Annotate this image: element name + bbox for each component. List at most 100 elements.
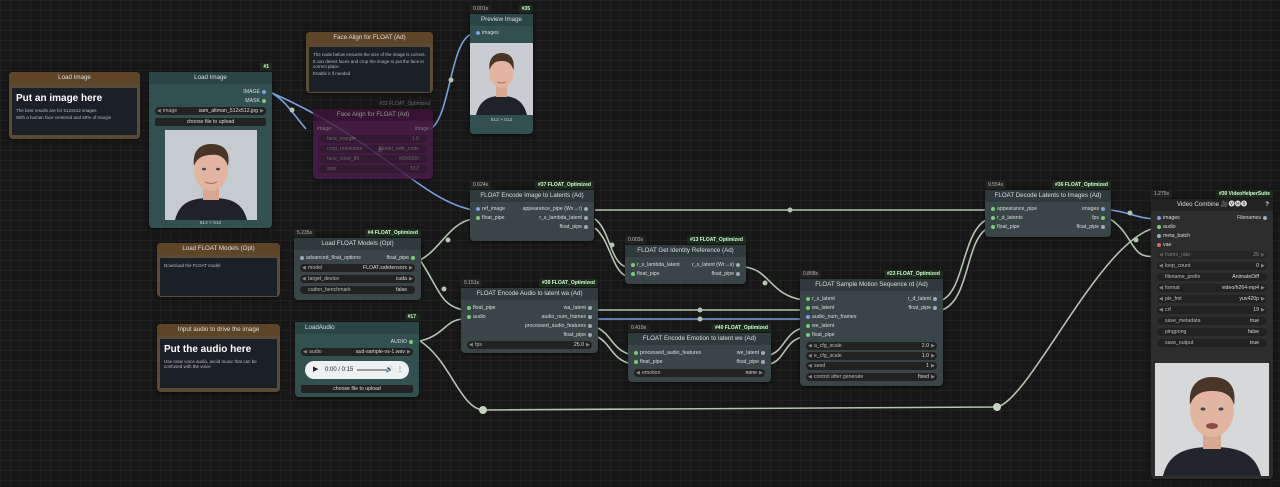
output-float-pipe[interactable]: float_pipe: [737, 359, 768, 365]
output-mask[interactable]: MASK: [245, 98, 268, 104]
help-icon[interactable]: ?: [1265, 201, 1269, 208]
input-num-frames[interactable]: audio_num_frames: [804, 314, 856, 320]
input-lambda-latent[interactable]: r_s_lambda_latent: [629, 262, 680, 268]
input-audio[interactable]: audio: [1155, 224, 1176, 230]
volume-icon[interactable]: 🔊: [385, 367, 393, 373]
input-rd-latents[interactable]: r_d_latents: [989, 215, 1023, 221]
node-timer: 9.554s: [985, 181, 1007, 189]
output-images[interactable]: images: [1082, 206, 1107, 212]
output-fps[interactable]: fps: [1092, 215, 1107, 221]
load-float-models-node[interactable]: 5.235s #4 FLOAT_Optimized Load FLOAT Mod…: [294, 229, 421, 300]
input-audio-features[interactable]: processed_audio_features: [632, 350, 701, 356]
output-wa-latent[interactable]: wa_latent: [564, 305, 594, 311]
face-align-node[interactable]: #33 FLOAT_Optimized Face Align for FLOAT…: [313, 101, 433, 179]
input-float-pipe[interactable]: float_pipe: [989, 224, 1020, 230]
encode-image-node[interactable]: 0.624s #37 FLOAT_Optimized FLOAT Encode …: [470, 181, 594, 241]
audio-progress-bar[interactable]: [357, 369, 387, 371]
input-float-pipe[interactable]: float_pipe: [629, 271, 660, 277]
link-audio-encode: [419, 318, 464, 342]
output-we-latent[interactable]: we_latent: [737, 350, 767, 356]
output-num-frames[interactable]: audio_num_frames: [542, 314, 594, 320]
output-float-pipe[interactable]: float_pipe: [560, 224, 591, 230]
more-options-icon[interactable]: ⋮: [397, 367, 403, 373]
input-images[interactable]: images: [474, 30, 499, 36]
video-combine-node[interactable]: 1.275s #30 VideoHelperSuite Video Combin…: [1151, 190, 1273, 479]
input-float-pipe[interactable]: float_pipe: [804, 332, 835, 338]
output-appearance-pipe[interactable]: appearance_pipe (Wx→r): [523, 206, 590, 212]
input-images[interactable]: images: [1155, 215, 1180, 221]
input-ref-image[interactable]: ref_image: [474, 206, 505, 212]
face-align-note[interactable]: Face Align for FLOAT (Ad) The node below…: [306, 32, 433, 93]
play-icon[interactable]: ▶: [313, 366, 319, 373]
output-float-pipe[interactable]: float_pipe: [564, 332, 595, 338]
face-color-fill-field[interactable]: face_color_fill#000000: [319, 155, 427, 163]
input-advanced-options[interactable]: advanced_float_options: [298, 255, 361, 261]
input-appearance-pipe[interactable]: appearance_pipe: [989, 206, 1037, 212]
models-note[interactable]: Load FLOAT Models (Opt) Download the FLO…: [157, 243, 280, 297]
output-rd-latent[interactable]: r_d_latent: [908, 296, 939, 302]
input-float-pipe[interactable]: float_pipe: [465, 305, 496, 311]
audio-note[interactable]: Input audio to drive the image Put the a…: [157, 324, 280, 392]
encode-audio-node[interactable]: 0.151s #39 FLOAT_Optimized FLOAT Encode …: [461, 279, 598, 353]
input-vae[interactable]: vae: [1155, 242, 1171, 248]
encode-emotion-node[interactable]: 0.410s #40 FLOAT_Optimized FLOAT Encode …: [628, 324, 771, 382]
output-float-pipe[interactable]: float_pipe: [1077, 224, 1108, 230]
output-audio[interactable]: AUDIO: [391, 339, 415, 345]
video-preview[interactable]: [1155, 363, 1269, 476]
decode-latents-node[interactable]: 9.554s #36 FLOAT_Optimized FLOAT Decode …: [985, 181, 1111, 237]
output-rs-latent[interactable]: r_s_latent (Wr→s): [692, 262, 742, 268]
choose-file-button[interactable]: choose file to upload: [155, 118, 266, 126]
output-audio-features[interactable]: processed_audio_features: [525, 323, 594, 329]
node-id-badge: #23 FLOAT_Optimized: [884, 270, 943, 278]
input-image[interactable]: image: [317, 126, 332, 132]
output-float-pipe[interactable]: float_pipe: [712, 271, 743, 277]
audio-player[interactable]: ▶ 0:00 / 0:15 🔊 ⋮: [305, 361, 409, 379]
input-we-latent[interactable]: we_latent: [804, 323, 834, 329]
choose-file-button[interactable]: choose file to upload: [301, 385, 413, 393]
node-title: FLOAT Decode Latents to Images (Ad): [985, 190, 1111, 202]
node-id-badge: #39 FLOAT_Optimized: [539, 279, 598, 287]
input-meta-batch[interactable]: meta_batch: [1155, 233, 1190, 239]
output-lambda-latent[interactable]: r_s_lambda_latent: [539, 215, 590, 221]
output-float-pipe[interactable]: float_pipe: [387, 255, 418, 261]
identity-reference-node[interactable]: 0.003s #13 FLOAT_Optimized FLOAT Get Ide…: [625, 236, 746, 284]
input-float-pipe[interactable]: float_pipe: [632, 359, 663, 365]
output-float-pipe[interactable]: float_pipe: [909, 305, 940, 311]
input-rs-latent[interactable]: r_s_latent: [804, 296, 835, 302]
output-image[interactable]: image: [414, 126, 429, 132]
input-audio[interactable]: audio: [465, 314, 486, 320]
output-image[interactable]: IMAGE: [243, 89, 268, 95]
load-image-note[interactable]: Load Image Put an image here The best re…: [9, 72, 140, 139]
input-float-pipe[interactable]: float_pipe: [474, 215, 505, 221]
preview-image-node[interactable]: 0.001s #35 Preview Image images 512 × 51…: [470, 5, 533, 134]
input-wa-latent[interactable]: wa_latent: [804, 305, 834, 311]
output-filenames[interactable]: Filenames: [1237, 215, 1269, 221]
sample-motion-node[interactable]: 0.868s #23 FLOAT_Optimized FLOAT Sample …: [800, 270, 943, 386]
